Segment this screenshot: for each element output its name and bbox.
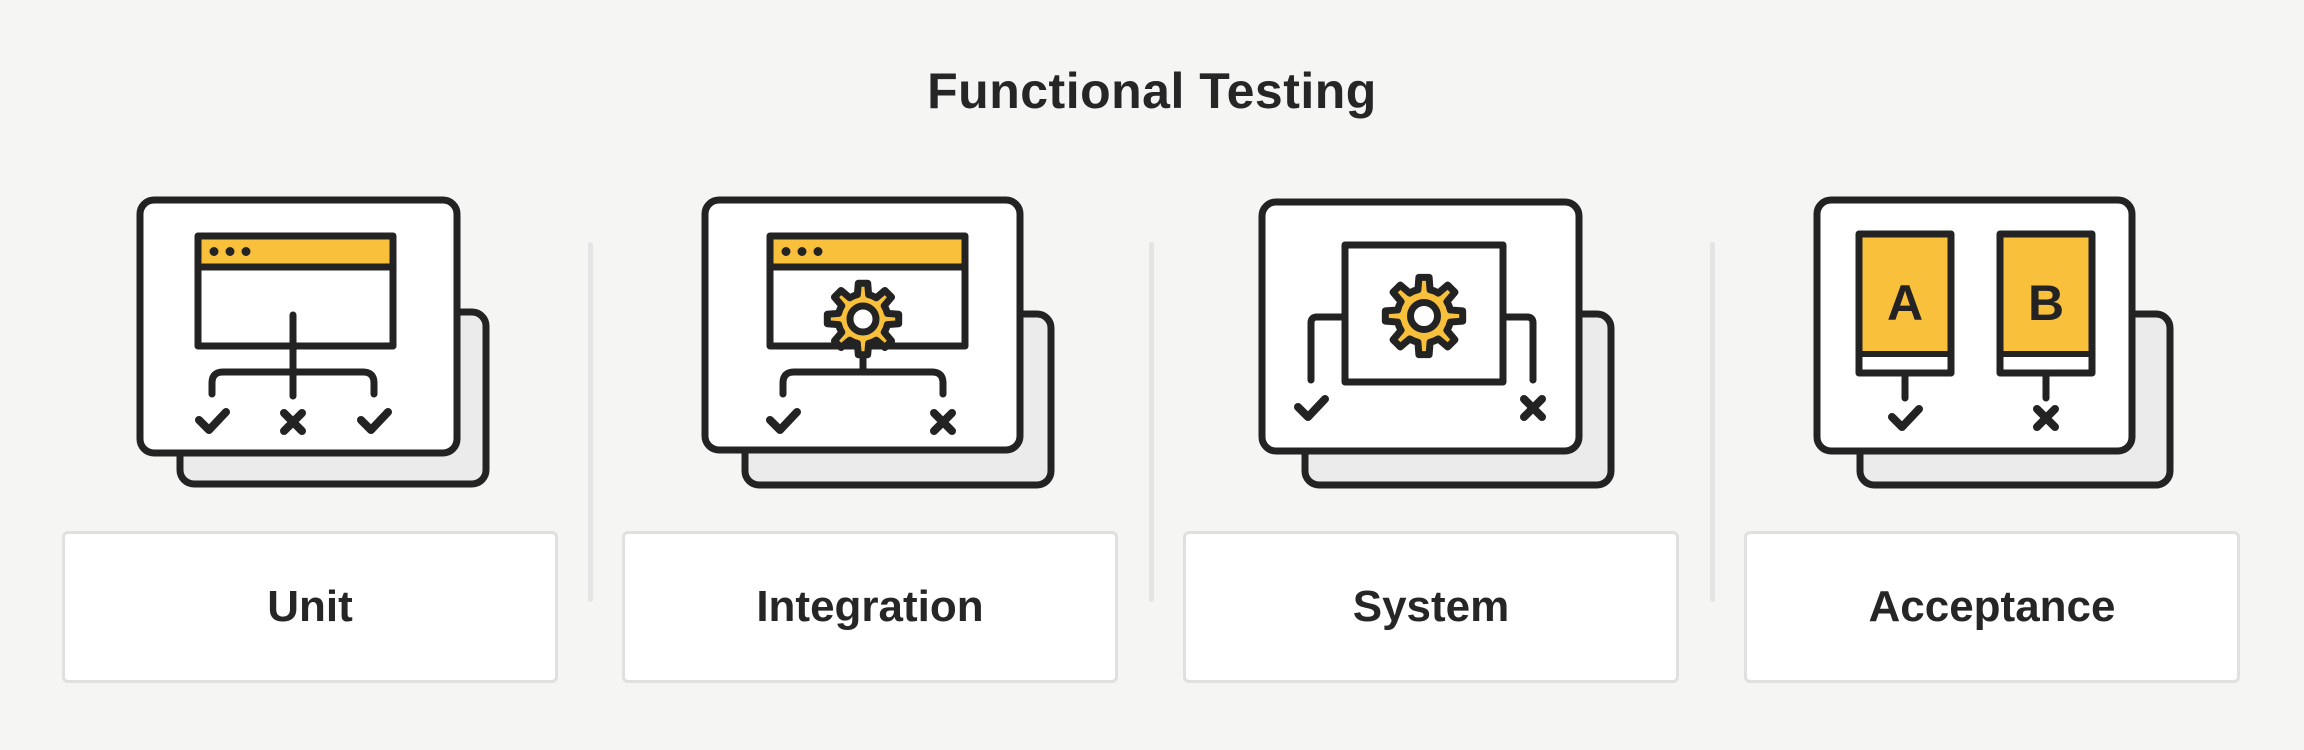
- x-icon: [1520, 395, 1546, 421]
- connector-lines: [1307, 313, 1537, 384]
- label-text: Unit: [267, 582, 353, 631]
- window-dot: [209, 247, 219, 256]
- window-dot: [241, 247, 251, 256]
- variant-a-panel: A: [1855, 230, 1955, 377]
- column-separator: [1149, 242, 1154, 602]
- acceptance-test-icon: A B: [1813, 196, 2174, 489]
- label-text: Integration: [756, 582, 984, 631]
- x-icon: [930, 409, 956, 435]
- page-title: Functional Testing: [927, 63, 1377, 119]
- column-separator: [588, 242, 593, 602]
- label-text: Acceptance: [1868, 582, 2116, 631]
- integration-test-icon: [701, 196, 1055, 489]
- x-icon: [280, 409, 306, 435]
- unit-test-icon: [136, 196, 490, 488]
- window-dot: [813, 247, 823, 256]
- label-system: System: [1183, 531, 1679, 683]
- window-dot: [225, 247, 235, 256]
- x-icon: [2033, 405, 2059, 431]
- column-separator: [1710, 242, 1715, 602]
- label-text: System: [1352, 582, 1510, 631]
- variant-b-label: B: [2028, 275, 2064, 331]
- window-dot: [797, 247, 807, 256]
- check-icon: [1888, 405, 1923, 431]
- check-icon: [357, 408, 392, 434]
- check-icon: [195, 408, 230, 434]
- window-dot: [781, 247, 791, 256]
- check-icon: [1294, 395, 1329, 421]
- gear-icon: [823, 279, 903, 359]
- check-icon: [766, 408, 801, 434]
- label-integration: Integration: [622, 531, 1118, 683]
- variant-b-panel: B: [1996, 230, 2096, 377]
- variant-a-label: A: [1887, 275, 1923, 331]
- browser-window-icon: [194, 232, 397, 350]
- label-acceptance: Acceptance: [1744, 531, 2240, 683]
- system-test-icon: [1258, 198, 1615, 489]
- label-unit: Unit: [62, 531, 558, 683]
- gear-icon: [1381, 273, 1467, 359]
- result-stems: [1901, 369, 2050, 402]
